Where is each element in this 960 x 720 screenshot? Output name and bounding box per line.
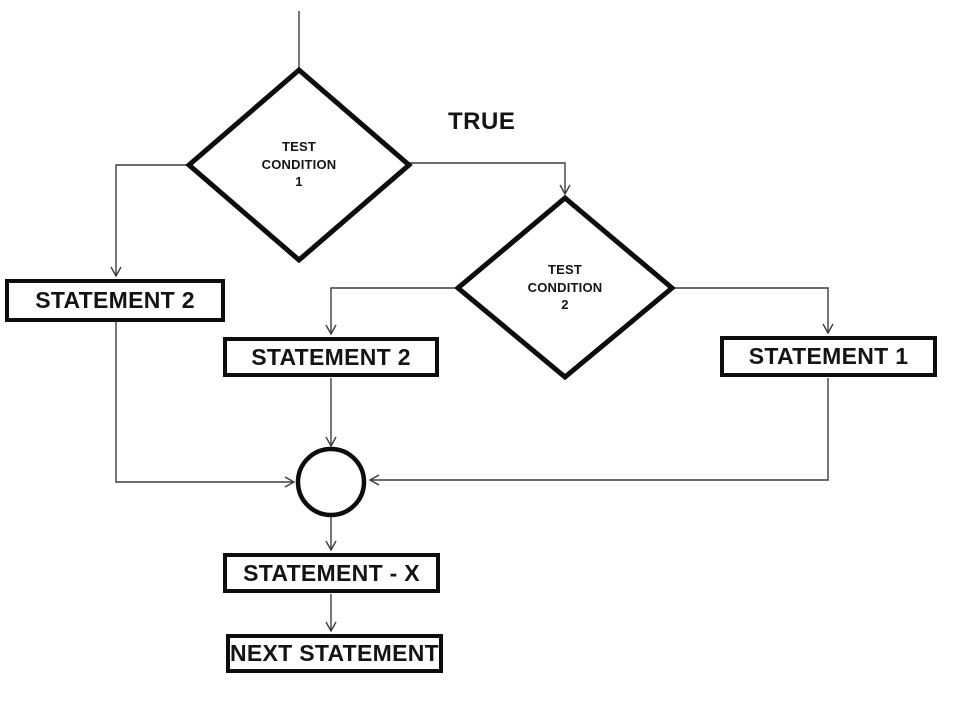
statement2-mid-box: STATEMENT 2 [223,337,439,377]
next-statement-label: NEXT STATEMENT [229,640,440,666]
connector-decision2-to-statement2-mid [325,287,458,336]
statement-x-label: STATEMENT - X [243,559,420,586]
next-statement-box: NEXT STATEMENT [226,634,443,673]
decision1-label: TEST CONDITION 1 [261,139,337,190]
statement1-box: STATEMENT 1 [720,336,937,377]
true-branch-label: TRUE [448,108,516,135]
connector-decision1-false-to-statement2-left [110,164,189,278]
statement2-left-label: STATEMENT 2 [35,287,195,313]
connector-decision2-to-statement1 [672,287,834,335]
statement2-left-box: STATEMENT 2 [5,279,225,322]
connector-statement2-left-to-junction [115,322,296,488]
decision2-diamond [454,194,676,381]
junction-circle [295,446,367,518]
statement1-label: STATEMENT 1 [748,343,909,369]
statement-x-box: STATEMENT - X [223,553,440,593]
decision2-label: TEST CONDITION 2 [527,262,603,313]
statement2-mid-label: STATEMENT 2 [251,343,411,370]
connector-decision1-true-to-decision2 [409,162,571,196]
decision1-diamond [185,66,413,264]
connector-statement1-to-junction [368,378,829,486]
